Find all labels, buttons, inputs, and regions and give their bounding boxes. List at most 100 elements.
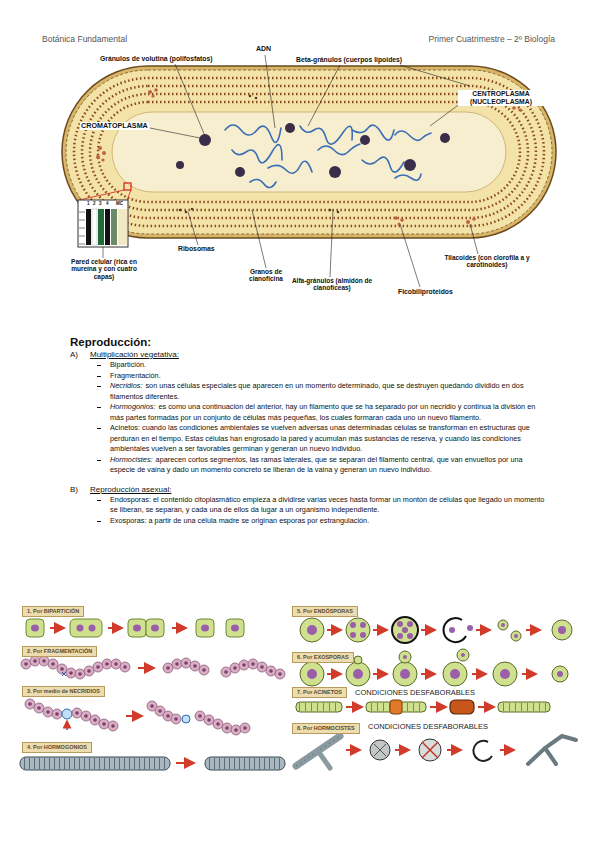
cyanobacterium-cell [395,131,431,140]
panel-label: 4. Por HORMOGONIOS [27,744,87,750]
cyanobacterium-cell [318,144,360,155]
necridia [108,721,118,731]
part-label: Gránulos de volutina (polifosfatos) [100,55,213,63]
fragmentation [75,669,85,679]
necridia [99,719,109,729]
necridia [90,715,100,725]
panel-label: 8. Por HORMOCISTES [297,725,355,731]
page-header: Botánica Fundamental [42,35,127,45]
part-label: ADN [256,45,271,53]
akinetes [498,702,550,712]
cyanobacterium-cell [249,95,252,98]
wall-inset [111,209,117,245]
wall-inset [79,228,85,229]
list-item: Endosporas: el contenido citoplasmático … [70,495,548,516]
endospores [350,622,356,628]
binary-fission [89,625,96,632]
wall-inset [79,212,85,213]
leader-line [400,65,470,86]
binary-fission [172,627,186,629]
exospores [354,656,362,664]
leader-line [308,65,340,126]
bullet-dash [97,428,101,429]
cyanobacterium-cell [127,190,131,200]
list-item: Hormogonios:es como una continuación del… [70,402,548,423]
list-item: Acinetos: cuando las condiciones ambient… [70,423,548,455]
wall-inset [105,209,110,245]
hormogonia [20,757,170,770]
necridia [171,714,181,724]
fragmentation [199,665,209,675]
fragmentation [21,659,31,669]
necridia [204,715,214,725]
cyanobacterium-cell [62,66,556,238]
cyanobacterium-cell [124,183,131,190]
necridia [66,721,68,730]
exospores [457,649,469,661]
list-item: Necridios:son unas células especiales qu… [70,381,548,402]
part-label: Beta-gránulos (cuerpos lipoides) [296,56,402,64]
fragmentation [181,658,191,668]
item-text: aparecen cortos segmentos, las ramas lat… [110,455,523,475]
part-label: Ribosomas [178,245,215,253]
necridia [43,707,53,717]
hormocysts [500,749,514,751]
page-header: Primer Cuatrimestre – 2º Biología [429,35,555,45]
fragmentation [275,669,285,679]
panel-label: 2. Por FRAGMENTACIÓN [27,648,92,654]
item-text: Acinetos: cuando las condiciones ambient… [110,423,530,453]
hormocysts [447,749,461,751]
fragmentation [84,666,94,676]
leader-line [150,128,200,138]
endospores [558,626,566,634]
fragmentation [172,659,182,669]
endospores [467,625,473,631]
bullet-dash [97,386,101,387]
bullet-dash [97,365,101,366]
exospores [493,662,517,686]
list-item: Hormocistes:aparecen cortos segmentos, l… [70,455,548,476]
part-label: Pared celular (rica en mureína y con cua… [66,258,142,280]
panel-label: 1. Por BIPARTICIÓN [27,608,79,614]
subsection-heading: A)Multiplicación vegetativa: [70,350,548,359]
bullet-dash [97,500,101,501]
panel-label-box: 1. Por BIPARTICIÓN [22,606,84,617]
endospores [552,620,572,640]
cyanobacterium-cell [329,209,332,212]
fragmentation [111,659,121,669]
wall-inset [86,209,91,245]
exospores [472,673,486,675]
hormocysts [374,744,386,756]
cyanobacterium-cell [466,220,470,224]
exospores [393,662,417,686]
panel-label-box: 5. Por ENDÓSPORAS [292,606,358,617]
endospores [476,629,490,631]
item-text: Exosporas: a partir de una célula madre … [110,516,369,525]
cyanobacterium-cell [250,179,276,187]
exospores [327,673,341,675]
necridia [52,709,62,719]
item-term: Hormocistes: [110,455,153,464]
leader-line [330,210,333,277]
akinetes [450,700,474,714]
layer-number: 1 [87,201,90,206]
leader-line [175,64,205,136]
fragmentation [93,662,103,672]
panel-label-box: 8. Por HORMOCISTES [292,723,360,734]
cyanobacterium-cell [440,133,450,143]
cyanobacterium-cell [337,211,340,214]
endospores [360,622,366,628]
layer-number: 4 [106,201,109,206]
panel-label: 6. Por EXOSPORAS [297,654,349,660]
necridia [81,711,91,721]
fragmentation [221,667,231,677]
fragmentation [21,656,285,679]
cyanobacterium-cell [235,167,245,177]
list-item: Bipartición. [70,360,548,371]
binary-fission [26,619,44,637]
binary-fission [26,619,244,637]
item-text: Fragmentación. [110,371,161,380]
panel-label-box: 7. Por ACINETOS [292,687,347,698]
cyanobacterium-cell [360,135,370,145]
list-item: Fragmentación. [70,371,548,382]
